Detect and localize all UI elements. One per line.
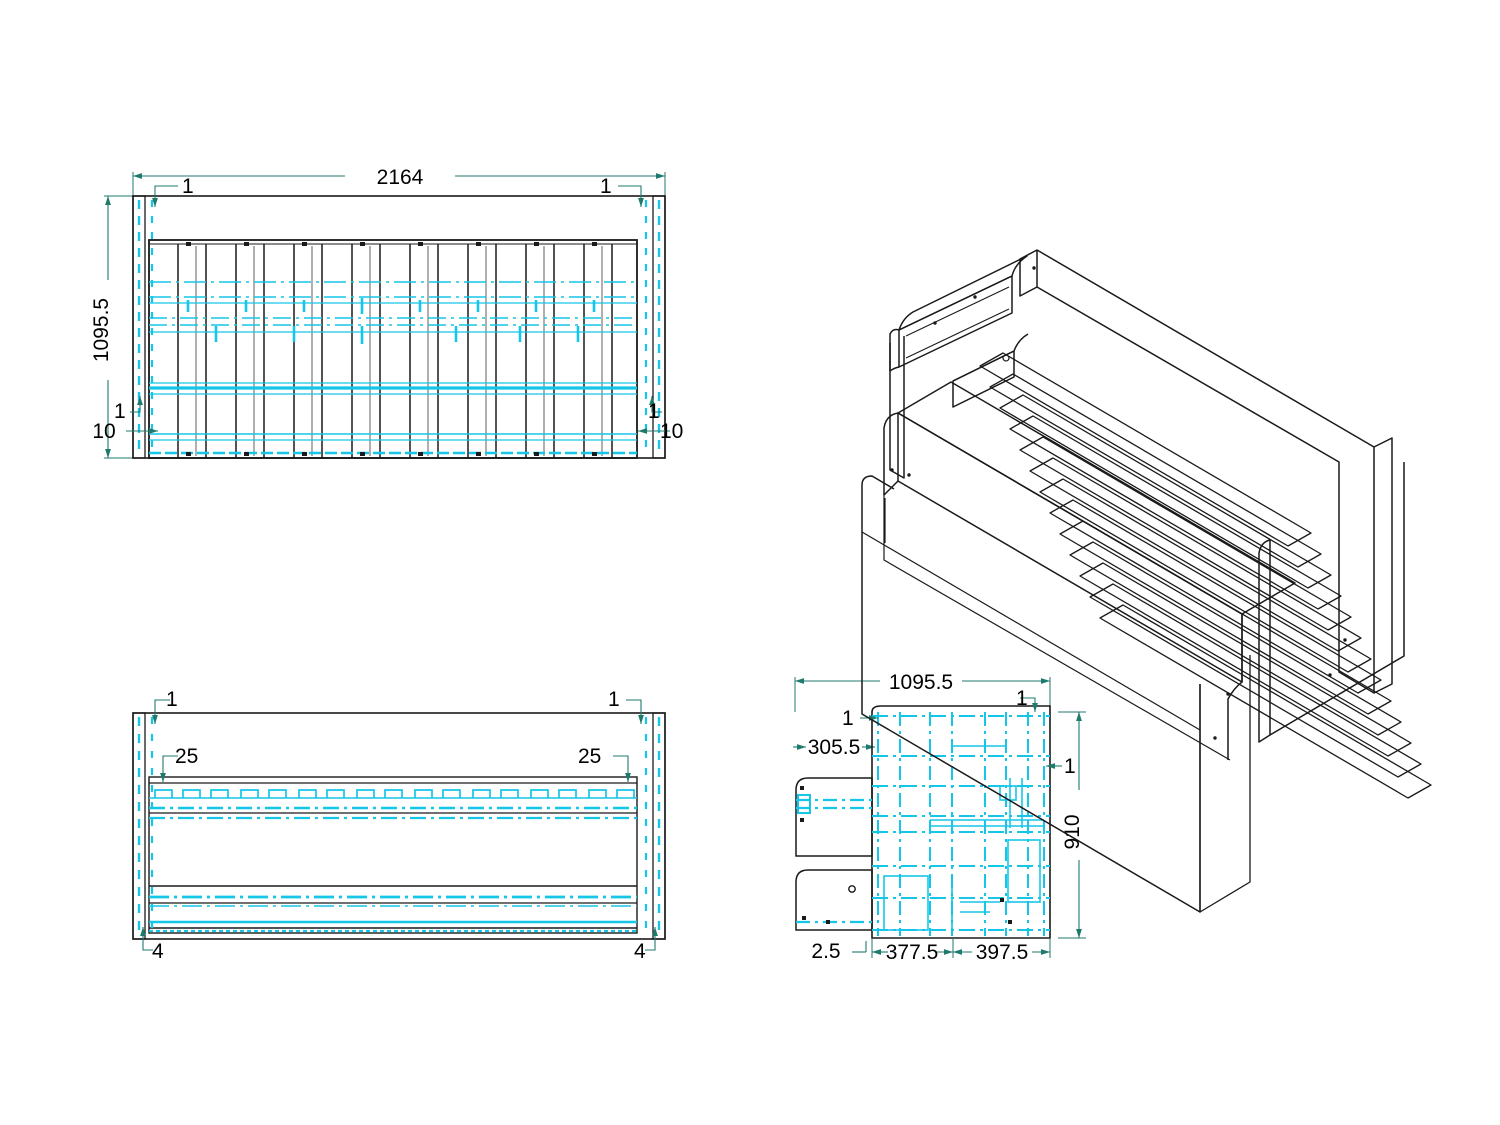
front-inner-box (148, 776, 638, 934)
iso-headboard-top (898, 255, 1028, 331)
iso-right-front-leg (1199, 655, 1251, 913)
iso-front-apron-round (883, 412, 899, 496)
iso-dowel-marks (890, 266, 1347, 740)
top-inner-frame (148, 239, 638, 459)
top-dowel-marks (186, 242, 597, 456)
dim-label-top-right-lower-thickness: 1 (648, 400, 660, 423)
dim-front-left-top-thickness: 1 (152, 688, 178, 724)
dim-overall-width: 1095.5 (90, 195, 140, 459)
side-dowel-marks (800, 786, 1012, 924)
iso-headboard-leg (889, 336, 905, 479)
dim-label-side-overall-width: 1095.5 (889, 671, 953, 694)
dim-label-front-right-slat-height: 25 (578, 745, 601, 768)
dim-label-top-right-offset: 10 (660, 420, 683, 443)
dim-label-overall-length: 2164 (377, 166, 424, 189)
dim-label-front-right-top-thickness: 1 (608, 688, 620, 711)
iso-front-apron-lower (883, 495, 1231, 761)
side-left-profile (795, 777, 873, 931)
dim-label-top-left-offset: 10 (92, 420, 115, 443)
dim-top-left-lower-thickness: 1 (114, 396, 143, 423)
view-isometric (861, 249, 1432, 913)
dim-side-overall-width: 1095.5 (794, 671, 1051, 712)
top-outer-frame (132, 195, 666, 459)
dim-front-right-slat-height: 25 (578, 745, 631, 782)
dim-label-side-top-thickness: 1 (1016, 687, 1028, 710)
dim-overall-length: 2164 (132, 166, 666, 208)
dim-label-overall-width: 1095.5 (90, 298, 113, 362)
view-front-elevation: 1 1 25 25 4 4 (132, 688, 666, 963)
top-hidden-detail (137, 200, 661, 456)
dim-side-right-thickness: 1 (1046, 755, 1076, 778)
dim-side-overall-height: 910 (1058, 711, 1086, 939)
dim-label-top-left-lower-thickness: 1 (114, 400, 126, 423)
top-slat-group (177, 244, 613, 458)
front-slat-detail (137, 717, 661, 936)
iso-headboard-groove (905, 286, 1010, 337)
iso-inner-rail-top (952, 333, 1029, 382)
iso-lower-shelf-edge (861, 531, 1201, 731)
front-right-stile (652, 712, 666, 940)
dim-front-right-top-thickness: 1 (608, 688, 644, 724)
dim-label-side-seat-height: 305.5 (808, 736, 861, 759)
dim-label-top-right-thickness: 1 (600, 175, 612, 198)
dim-label-side-segment-a: 377.5 (886, 941, 939, 964)
top-left-stile (132, 195, 146, 459)
dim-side-seat-height: 305.5 (793, 736, 875, 759)
dim-front-left-slat-height: 25 (160, 745, 198, 782)
dim-label-top-left-thickness: 1 (182, 175, 194, 198)
side-hidden-grid (796, 712, 1050, 936)
dim-top-right-lower-thickness: 1 (648, 396, 662, 423)
dim-label-side-left-thickness: 1 (842, 707, 854, 730)
dim-front-left-base-thickness: 4 (140, 927, 164, 963)
dim-label-front-left-slat-height: 25 (175, 745, 198, 768)
dim-front-right-base-thickness: 4 (634, 927, 658, 963)
top-right-stile (652, 195, 666, 459)
iso-slat-group (979, 352, 1432, 799)
dim-label-side-right-thickness: 1 (1064, 755, 1076, 778)
dim-label-side-panel-gap: 2.5 (811, 940, 840, 963)
iso-inner-rail-face (952, 350, 1015, 408)
dim-label-front-left-base-thickness: 4 (152, 940, 164, 963)
iso-right-end-panel-round (1258, 539, 1271, 743)
dim-label-front-right-base-thickness: 4 (634, 940, 646, 963)
dim-top-right-offset: 10 (638, 420, 683, 443)
view-top-plan: 2164 1095.5 (90, 166, 683, 459)
iso-headboard-round (889, 328, 900, 372)
dim-top-left-offset: 10 (92, 420, 158, 443)
dim-side-chain: 2.5 377.5 397.5 (811, 938, 1051, 964)
dim-side-top-thickness: 1 (1016, 687, 1038, 712)
dim-label-front-left-top-thickness: 1 (166, 688, 178, 711)
dim-label-side-segment-b: 397.5 (976, 941, 1029, 964)
iso-headboard-groove2 (905, 308, 1010, 359)
iso-back-panel-edge (1019, 249, 1038, 297)
front-left-stile (132, 712, 146, 940)
dim-top-right-thickness: 1 (600, 175, 644, 207)
view-side-elevation: 1095.5 910 305.5 (793, 671, 1086, 964)
iso-lower-shelf-round (861, 475, 895, 490)
side-body-outline (871, 705, 1051, 939)
iso-right-end-panel (1269, 462, 1405, 736)
iso-right-inner-panel (1227, 614, 1243, 760)
dim-top-left-thickness: 1 (152, 175, 194, 207)
iso-back-panel-right-edge (1373, 437, 1393, 694)
